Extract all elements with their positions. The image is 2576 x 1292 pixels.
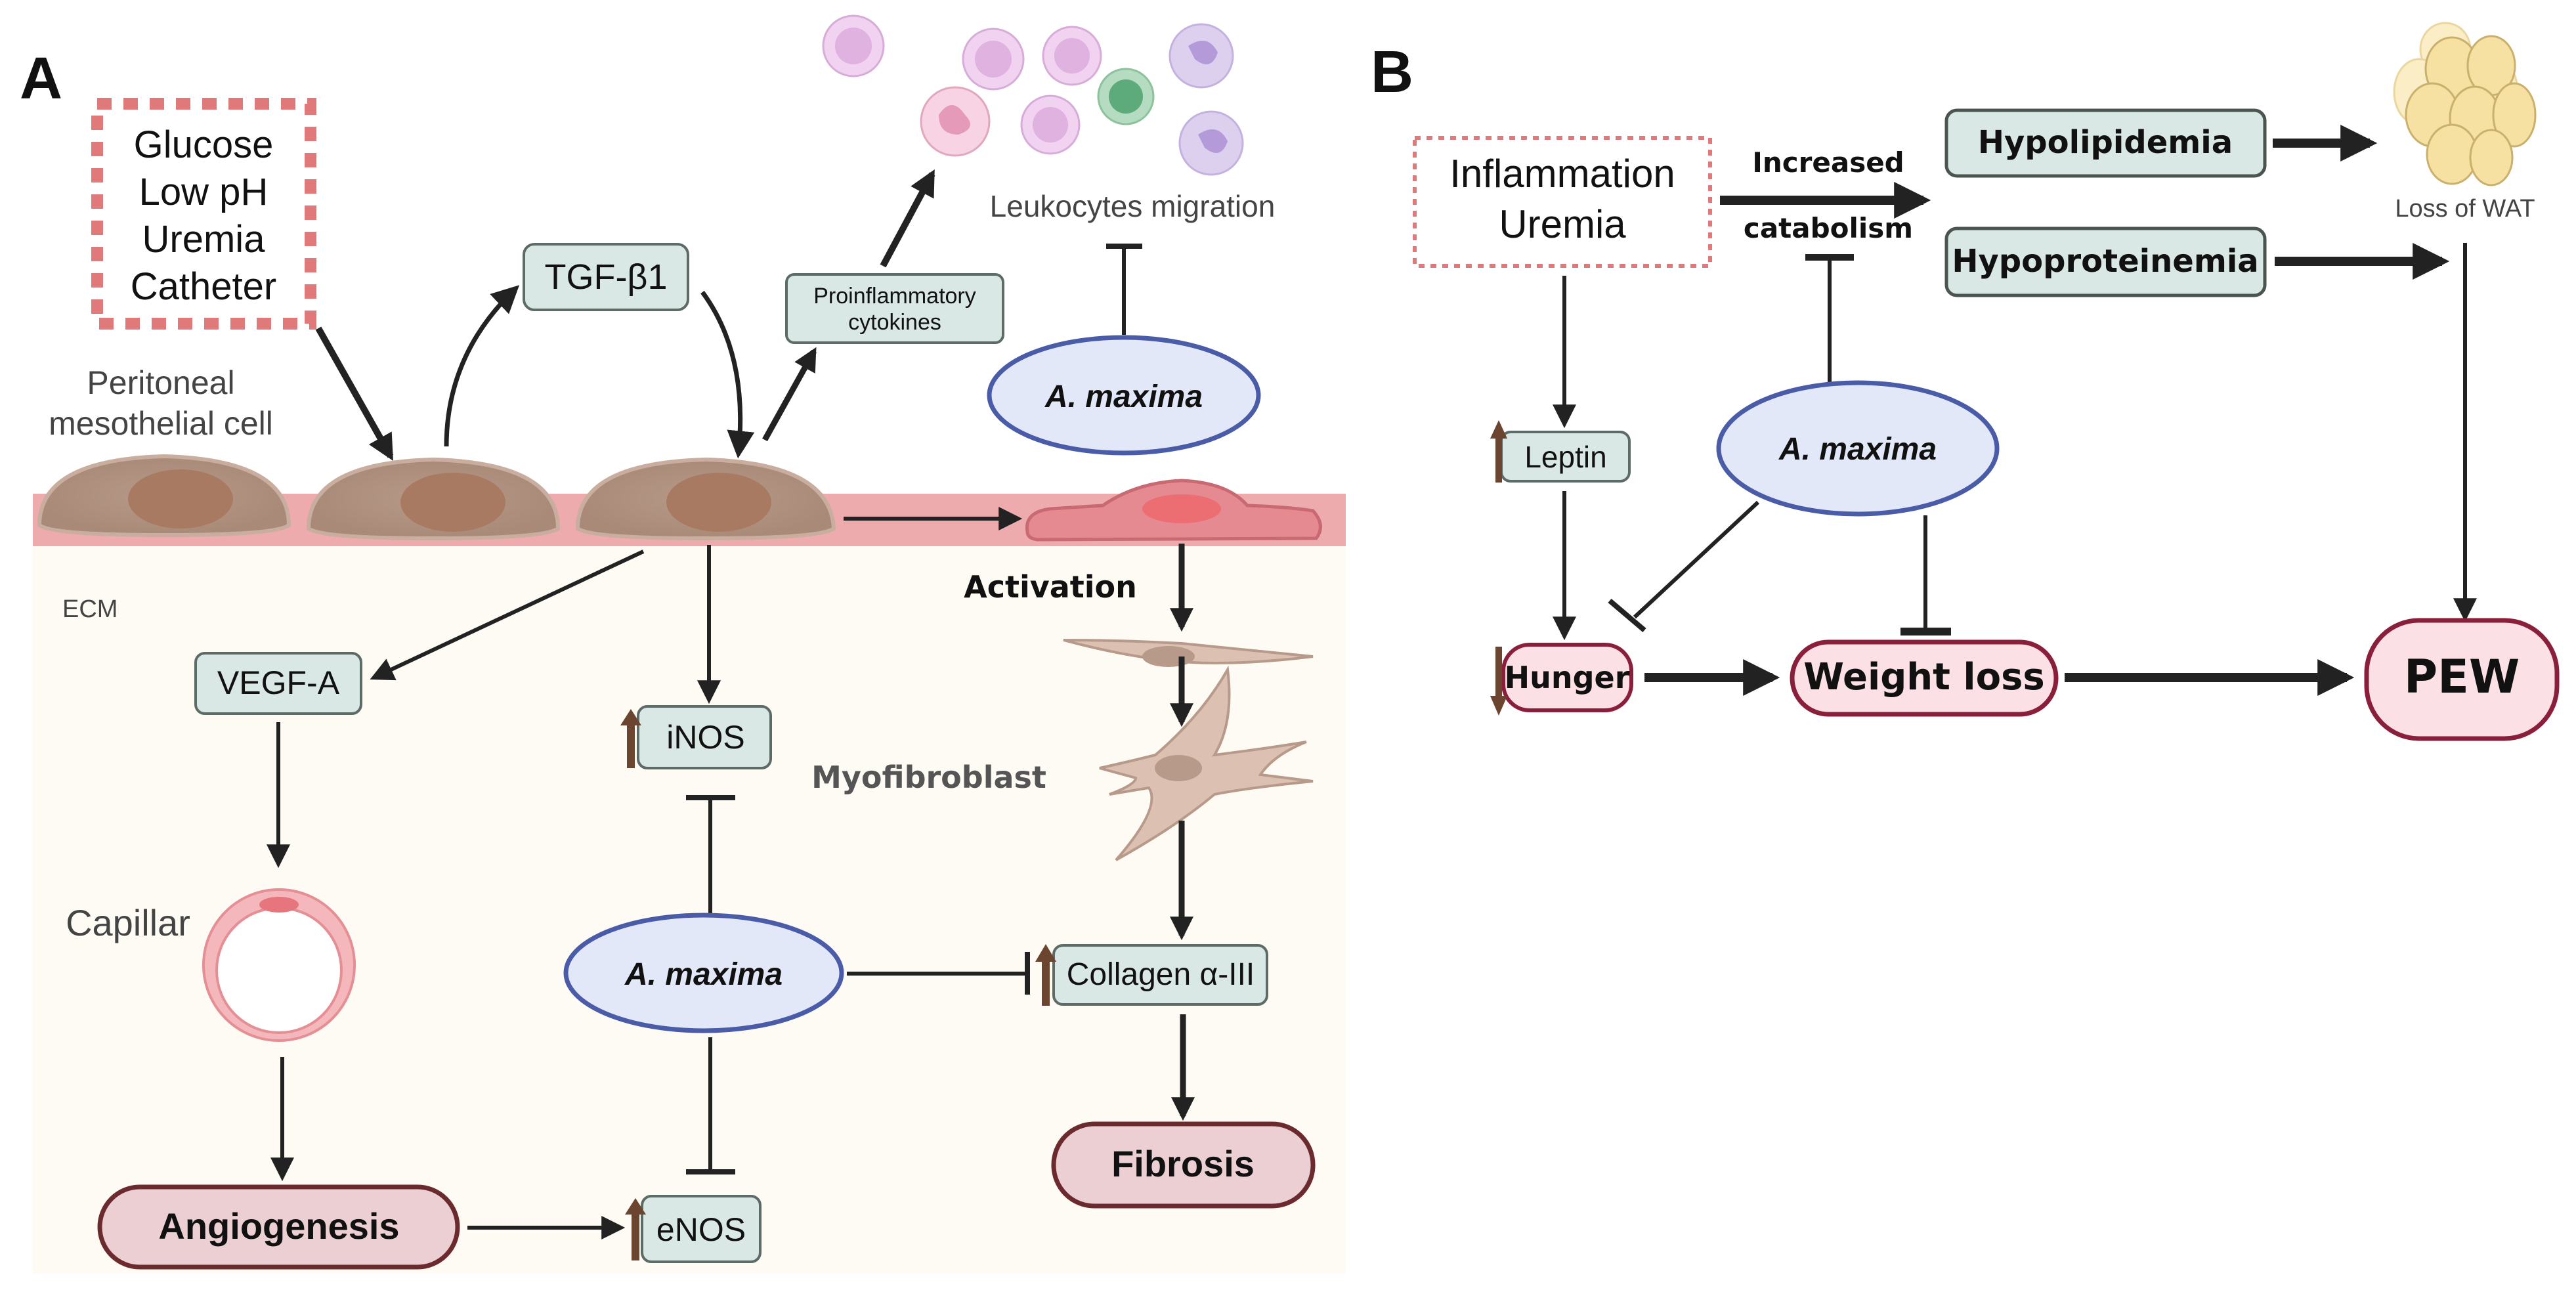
adipose-tissue-icon xyxy=(2393,22,2537,186)
collagen-label: Collagen α-III xyxy=(1067,957,1255,992)
triggers-box xyxy=(1413,136,1712,268)
cell-label-line2: mesothelial cell xyxy=(49,405,273,442)
up-arrow-icon xyxy=(1035,944,1056,1006)
capillar-label: Capillar xyxy=(66,902,190,943)
tgf-b1-box xyxy=(523,243,689,311)
pew-box xyxy=(2364,618,2560,741)
a-maxima-b-label: A. maxima xyxy=(1778,432,1937,467)
ecm-label: ECM xyxy=(62,595,118,623)
up-arrow-icon xyxy=(625,1198,646,1260)
a-maxima-b-ellipse xyxy=(1716,380,2000,517)
cytokines-label-line1: Proinflammatory xyxy=(813,284,976,309)
inhibit-hunger xyxy=(1633,500,1760,619)
mesothelial-cell-icon xyxy=(37,454,291,538)
panel-a-label: A xyxy=(20,46,62,112)
hypolipidemia-box xyxy=(1944,108,2267,178)
leptin-label: Leptin xyxy=(1524,440,1606,474)
weight-loss-pill xyxy=(1790,639,2059,717)
leukocytes-migration-label: Leukocytes migration xyxy=(990,189,1276,223)
a-maxima-top-label: A. maxima xyxy=(1044,379,1203,414)
cytokines-box xyxy=(785,273,1004,344)
arrow-stimuli-to-cell xyxy=(315,326,394,461)
leukocytes-icon xyxy=(822,14,1244,176)
pew-label: PEW xyxy=(2404,650,2520,704)
fibrosis-label: Fibrosis xyxy=(1111,1143,1255,1184)
weight-loss-label: Weight loss xyxy=(1803,656,2045,699)
arrow-cell-to-vegf xyxy=(370,549,645,681)
stimulus-catheter: Catheter xyxy=(131,265,276,308)
trigger-inflammation: Inflammation xyxy=(1449,152,1675,196)
tgf-b1-label: TGF-β1 xyxy=(544,257,667,297)
hypoproteinemia-box xyxy=(1944,226,2267,297)
catabolism-label: catabolism xyxy=(1744,212,1913,244)
hunger-box xyxy=(1501,643,1633,712)
up-arrow-icon xyxy=(620,709,641,768)
stimulus-uremia: Uremia xyxy=(142,218,266,261)
hypoproteinemia-label: Hypoproteinemia xyxy=(1952,243,2258,280)
mesothelial-cell-icon xyxy=(575,457,836,541)
arrow-cell-to-tgf xyxy=(444,285,520,447)
inos-box xyxy=(637,705,772,769)
myofibroblast-label: Myofibroblast xyxy=(811,760,1046,795)
inhibit-bar xyxy=(1608,598,1646,633)
up-arrow-icon xyxy=(1490,420,1507,483)
cytokines-label-line2: cytokines xyxy=(848,310,941,335)
cell-label-line1: Peritoneal xyxy=(87,364,234,401)
hypolipidemia-label: Hypolipidemia xyxy=(1978,124,2233,161)
vegf-a-box xyxy=(194,652,362,715)
a-maxima-mid-ellipse xyxy=(563,913,844,1033)
enos-label: eNOS xyxy=(656,1211,746,1248)
angiogenesis-pill xyxy=(97,1184,460,1270)
trigger-uremia: Uremia xyxy=(1499,202,1626,246)
activation-label: Activation xyxy=(964,569,1137,605)
down-arrow-icon xyxy=(1490,647,1507,716)
angiogenesis-label: Angiogenesis xyxy=(158,1205,399,1247)
enos-box xyxy=(641,1195,762,1263)
fibrosis-pill xyxy=(1051,1121,1316,1209)
mesothelial-cell-icon xyxy=(306,457,561,541)
inos-label: iNOS xyxy=(666,719,744,756)
stimulus-low-ph: Low pH xyxy=(139,171,268,213)
collagen-box xyxy=(1052,944,1268,1006)
hunger-label: Hunger xyxy=(1505,660,1630,695)
vegf-a-label: VEGF-A xyxy=(217,664,340,701)
stimuli-box xyxy=(91,98,316,330)
a-maxima-top-ellipse xyxy=(987,335,1261,456)
capillary-icon xyxy=(202,888,356,1042)
a-maxima-mid-label: A. maxima xyxy=(624,957,783,992)
arrow-cell-to-cytokines xyxy=(762,347,817,442)
arrow-tgf-to-cell xyxy=(700,290,755,459)
increased-label: Increased xyxy=(1752,146,1904,179)
loss-of-wat-label: Loss of WAT xyxy=(2395,195,2535,223)
arrow-cytokines-to-leukocytes xyxy=(880,169,935,268)
fibroblast-nucleus xyxy=(1142,494,1221,523)
stimulus-glucose: Glucose xyxy=(134,123,274,166)
panel-b-label: B xyxy=(1371,39,1413,105)
